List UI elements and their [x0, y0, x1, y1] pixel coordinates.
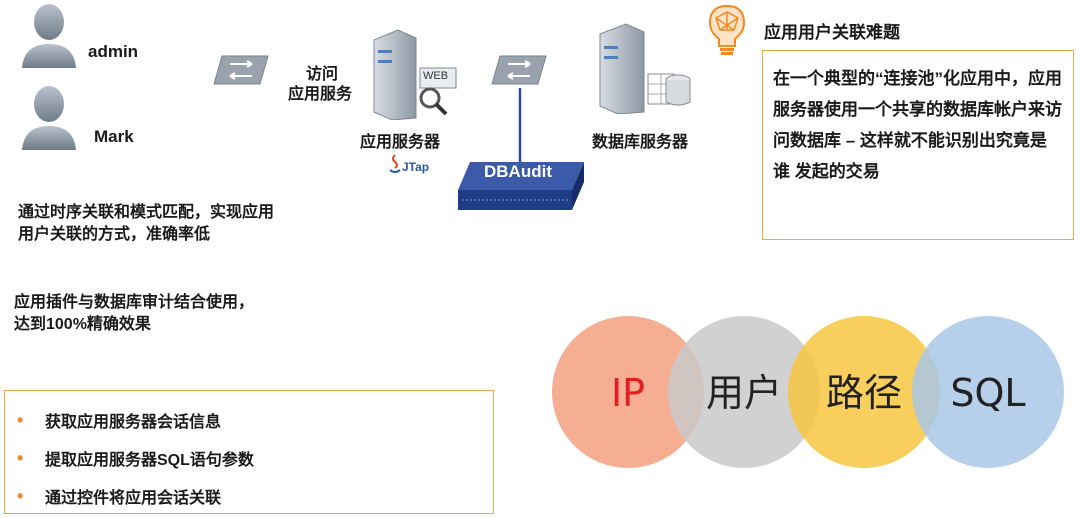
problem-callout: 在一个典型的“连接池”化应用中，应用服务器使用一个共享的数据库帐户来访问数据库 …: [762, 50, 1074, 240]
venn-circle: [788, 316, 940, 468]
venn-label: 用户: [706, 371, 782, 415]
list-item-label: 提取应用服务器SQL语句参数: [45, 452, 254, 469]
feature-list: • 获取应用服务器会话信息 • 提取应用服务器SQL语句参数 • 通过控件将应用…: [4, 390, 494, 514]
switch-icon: [491, 55, 547, 85]
dbaudit-label: DBAudit: [484, 162, 552, 181]
note-line: 达到100%精确效果: [14, 316, 151, 333]
access-label: 访问: [306, 66, 339, 83]
user-icon: [22, 86, 76, 150]
venn-circle: [552, 316, 704, 468]
lightbulb-icon: [708, 4, 746, 55]
list-item-label: 获取应用服务器会话信息: [45, 414, 222, 431]
note-line: 应用插件与数据库审计结合使用，: [14, 294, 255, 311]
venn-label: SQL: [950, 371, 1025, 415]
list-item: • 获取应用服务器会话信息: [17, 401, 493, 439]
jtap-label: JTap: [402, 160, 430, 174]
venn-diagram: IP 用户路径 SQL: [552, 316, 1064, 468]
list-item-label: 通过控件将应用会话关联: [45, 490, 222, 507]
list-item: • 通过控件将应用会话关联: [17, 477, 493, 515]
note-line: 用户关联的方式，准确率低: [18, 226, 211, 243]
user-mark: Mark: [20, 82, 160, 152]
bullet-icon: •: [17, 447, 24, 468]
user-name: admin: [88, 42, 139, 61]
app-server-label: 应用服务器: [360, 134, 441, 151]
switch-icon: [213, 55, 269, 85]
app-service-label: 应用服务: [288, 86, 353, 103]
bullet-icon: •: [17, 485, 24, 506]
java-icon: [389, 154, 401, 173]
mirror-link-line: [518, 88, 522, 164]
venn-label: IP: [611, 371, 645, 415]
web-badge: WEB: [423, 70, 449, 82]
problem-title: 应用用户关联难题: [764, 23, 900, 42]
venn-circle: [912, 316, 1064, 468]
user-name: Mark: [94, 127, 134, 146]
bullet-icon: •: [17, 409, 24, 430]
db-server-label: 数据库服务器: [592, 134, 689, 151]
venn-label: 路径: [826, 371, 902, 415]
venn-circle: [668, 316, 820, 468]
db-server-icon: [599, 23, 691, 114]
user-admin: admin: [20, 0, 160, 70]
user-icon: [22, 4, 76, 68]
list-item: • 提取应用服务器SQL语句参数: [17, 439, 493, 477]
app-server-icon: [373, 29, 457, 120]
dbaudit-appliance: [458, 162, 584, 210]
note-line: 通过时序关联和模式匹配，实现应用: [18, 204, 275, 221]
problem-body: 在一个典型的“连接池”化应用中，应用服务器使用一个共享的数据库帐户来访问数据库 …: [773, 69, 1062, 181]
